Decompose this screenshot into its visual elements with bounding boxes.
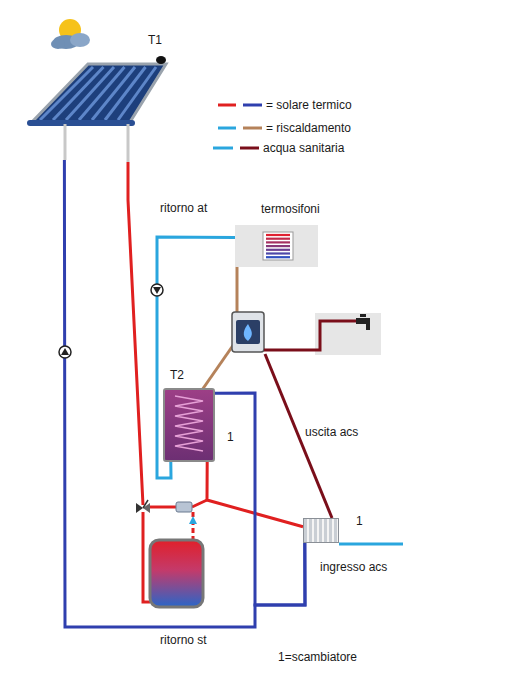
sensor	[156, 56, 166, 64]
legend-sample	[240, 147, 259, 150]
legend-text: = solare termico	[266, 98, 352, 112]
legend-samples	[213, 105, 262, 148]
flow-arrow	[189, 516, 197, 524]
pump-circle	[59, 346, 71, 358]
radiator-fin	[266, 234, 290, 236]
collector-tube	[118, 67, 156, 120]
collector-manifold	[30, 120, 132, 126]
node-heading: termosifoni	[261, 202, 320, 216]
boiler	[232, 312, 264, 352]
legend-sample	[218, 127, 236, 130]
buffer-tank: T21	[163, 388, 215, 462]
radiator-fin	[266, 249, 290, 251]
flame	[244, 324, 252, 341]
pipe	[127, 124, 130, 162]
collector-tube	[53, 67, 104, 120]
coil-line	[175, 396, 203, 451]
heating-pipe	[236, 267, 239, 313]
tap-panel	[315, 313, 381, 355]
solar-storage	[150, 540, 203, 607]
flow-meter	[176, 502, 192, 512]
pipe	[64, 124, 67, 160]
legend-sample	[213, 147, 233, 150]
pipe-label: ritorno st	[160, 633, 207, 647]
pump-circle	[151, 284, 163, 296]
callout-number: 1	[227, 430, 234, 444]
pump	[151, 284, 163, 296]
pipe-label: 1=scambiatore	[278, 650, 357, 664]
radiator-fin	[266, 238, 290, 240]
legend-sample	[218, 104, 236, 107]
tap-handle	[360, 314, 366, 317]
cold-water-pipe	[339, 543, 403, 546]
legend-text: acqua sanitaria	[263, 141, 344, 155]
solar-pipe	[148, 506, 176, 509]
tap-spout	[366, 322, 370, 330]
legend-entry: = solare termico	[266, 98, 352, 112]
heat-exchanger: 1	[303, 518, 339, 543]
pump-arrow	[61, 348, 69, 355]
collector-tube	[66, 67, 114, 120]
pump	[59, 346, 71, 358]
legend-text: = riscaldamento	[266, 121, 351, 135]
weather-icon	[51, 19, 90, 49]
boiler-body	[232, 312, 264, 352]
valve-stem	[143, 500, 148, 508]
solar-collector-box: T1	[28, 55, 168, 160]
pipe-connector	[215, 393, 305, 605]
node-heading: 1	[356, 514, 363, 528]
heating-pipe	[202, 344, 234, 390]
valve-part	[136, 503, 143, 513]
legend-entry: = riscaldamento	[266, 121, 351, 135]
solar-pipe	[192, 500, 207, 507]
legend-sample	[243, 104, 262, 107]
radiator-frame	[263, 232, 293, 260]
dhw-pipe	[264, 321, 356, 350]
pipe-connector	[157, 237, 235, 478]
radiator-box: termosifoni	[235, 225, 318, 267]
tank-coil	[165, 390, 213, 460]
pump-arrow	[153, 287, 161, 294]
solar-flow	[128, 162, 207, 602]
valve-part	[143, 503, 150, 513]
legend-entry: acqua sanitaria	[263, 141, 344, 155]
radiator-fin	[266, 252, 290, 254]
radiator-icon	[235, 225, 318, 267]
three-way-valve	[136, 500, 150, 513]
radiator-fin	[266, 256, 290, 258]
pipe-label: ingresso acs	[320, 560, 387, 574]
radiator-fin	[266, 245, 290, 247]
node-heading: T2	[170, 368, 184, 382]
collector-panel	[32, 64, 166, 122]
collector-tube	[79, 67, 125, 120]
radiator-fin	[266, 241, 290, 243]
cloud	[70, 33, 90, 47]
pipe-label: uscita acs	[305, 425, 358, 439]
boiler-window	[236, 320, 260, 344]
legend-sample	[243, 127, 262, 130]
cloud	[51, 39, 65, 49]
solar-pipe	[128, 162, 143, 505]
pipe-label: ritorno at	[160, 201, 207, 215]
tap	[356, 314, 370, 330]
collector-tube	[92, 67, 135, 120]
node-heading: T1	[148, 33, 162, 47]
collector-tubes	[40, 67, 156, 120]
solar-collector	[30, 56, 166, 162]
